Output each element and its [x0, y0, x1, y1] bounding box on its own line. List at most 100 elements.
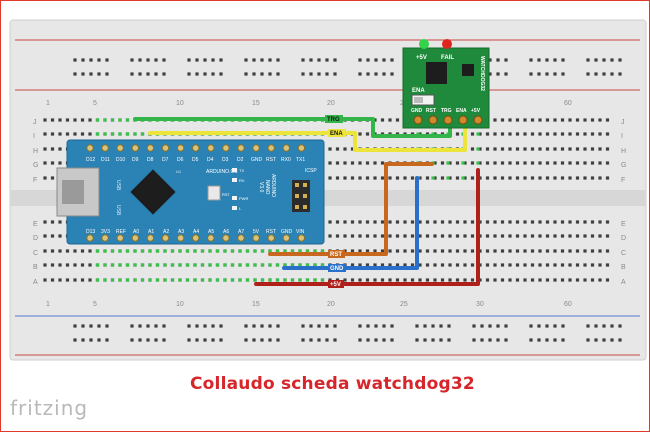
- breadboard-hole: [485, 278, 490, 282]
- breadboard-hole: [553, 161, 557, 165]
- connected-hole: [268, 249, 272, 253]
- pin-label: RX0: [281, 157, 291, 163]
- breadboard-hole: [380, 176, 385, 180]
- breadboard-hole: [598, 249, 602, 253]
- breadboard-hole: [605, 278, 610, 282]
- rail-hole: [439, 324, 443, 328]
- breadboard-hole: [440, 220, 445, 224]
- rail-hole: [390, 338, 394, 342]
- breadboard-hole: [568, 249, 572, 253]
- rail-hole: [268, 72, 272, 76]
- row-letter: H: [621, 148, 626, 155]
- rail-hole: [219, 58, 223, 62]
- wire-label-bg-5v: [328, 280, 344, 288]
- breadboard-hole: [470, 249, 475, 253]
- breadboard-hole: [328, 161, 332, 165]
- connected-hole: [238, 263, 242, 267]
- pin-label: REF: [116, 229, 126, 235]
- breadboard-hole: [560, 176, 565, 180]
- connected-hole: [110, 132, 115, 136]
- breadboard-hole: [88, 278, 92, 282]
- breadboard-hole: [403, 234, 407, 238]
- breadboard-hole: [440, 176, 445, 180]
- connected-hole: [118, 278, 122, 282]
- rail-hole: [146, 58, 150, 62]
- rail-hole: [594, 324, 598, 328]
- wire-label-ena: ENA: [330, 131, 343, 137]
- rail-hole: [301, 324, 305, 328]
- rail-hole: [390, 72, 394, 76]
- breadboard-hole: [43, 118, 47, 122]
- breadboard-hole: [380, 220, 385, 224]
- rail-hole: [317, 58, 321, 62]
- arduino-pin: [297, 144, 306, 152]
- breadboard-hole: [448, 176, 452, 180]
- rail-hole: [268, 338, 272, 342]
- breadboard-hole: [560, 161, 565, 165]
- breadboard-hole: [58, 118, 62, 122]
- breadboard-hole: [440, 249, 445, 253]
- rail-hole: [252, 338, 256, 342]
- breadboard-hole: [448, 161, 452, 165]
- rail-hole: [333, 58, 337, 62]
- breadboard-hole: [493, 147, 497, 151]
- rail-hole: [504, 338, 508, 342]
- breadboard-hole: [493, 176, 497, 180]
- breadboard-hole: [448, 249, 452, 253]
- pin-label: 3V3: [101, 229, 110, 235]
- rail-hole: [301, 338, 305, 342]
- pin-label: A6: [223, 229, 229, 235]
- breadboard-hole: [605, 249, 610, 253]
- breadboard-hole: [80, 278, 85, 282]
- rail-hole: [195, 324, 199, 328]
- breadboard-hole: [583, 263, 587, 267]
- rail-hole: [366, 338, 370, 342]
- breadboard-hole: [88, 118, 92, 122]
- breadboard-hole: [395, 234, 400, 238]
- row-letter: J: [33, 119, 37, 126]
- breadboard-hole: [575, 132, 580, 136]
- rail-hole: [358, 338, 362, 342]
- breadboard-hole: [508, 249, 512, 253]
- model-line-2: NANO: [264, 180, 270, 195]
- breadboard-hole: [605, 132, 610, 136]
- connected-hole: [133, 132, 137, 136]
- breadboard-hole: [470, 263, 475, 267]
- connected-hole: [283, 249, 287, 253]
- connected-hole: [245, 263, 250, 267]
- breadboard-hole: [58, 132, 62, 136]
- rail-hole: [325, 324, 329, 328]
- breadboard-hole: [560, 147, 565, 151]
- connected-hole: [320, 249, 325, 253]
- model-text: ARDUINO NANO V3.0: [258, 174, 276, 197]
- breadboard-hole: [43, 147, 47, 151]
- connected-hole: [290, 249, 295, 253]
- breadboard-hole: [583, 132, 587, 136]
- breadboard-hole: [553, 278, 557, 282]
- breadboard-hole: [433, 176, 437, 180]
- rail-hole: [317, 324, 321, 328]
- breadboard-hole: [500, 132, 505, 136]
- connected-hole: [118, 132, 122, 136]
- breadboard-hole: [560, 249, 565, 253]
- rail-hole: [162, 72, 166, 76]
- breadboard-hole: [65, 249, 70, 253]
- breadboard-hole: [328, 234, 332, 238]
- breadboard-hole: [538, 263, 542, 267]
- breadboard-hole: [388, 278, 392, 282]
- breadboard-hole: [605, 234, 610, 238]
- breadboard-hole: [380, 249, 385, 253]
- breadboard-hole: [343, 161, 347, 165]
- breadboard-hole: [328, 220, 332, 224]
- breadboard-hole: [358, 161, 362, 165]
- breadboard-hole: [358, 278, 362, 282]
- rail-hole: [138, 324, 142, 328]
- rail-hole: [529, 324, 533, 328]
- connected-hole: [125, 132, 130, 136]
- breadboard-hole: [500, 147, 505, 151]
- breadboard-hole: [373, 176, 377, 180]
- connected-hole: [200, 249, 205, 253]
- breadboard-hole: [350, 263, 355, 267]
- breadboard-hole: [575, 118, 580, 122]
- breadboard-hole: [515, 176, 520, 180]
